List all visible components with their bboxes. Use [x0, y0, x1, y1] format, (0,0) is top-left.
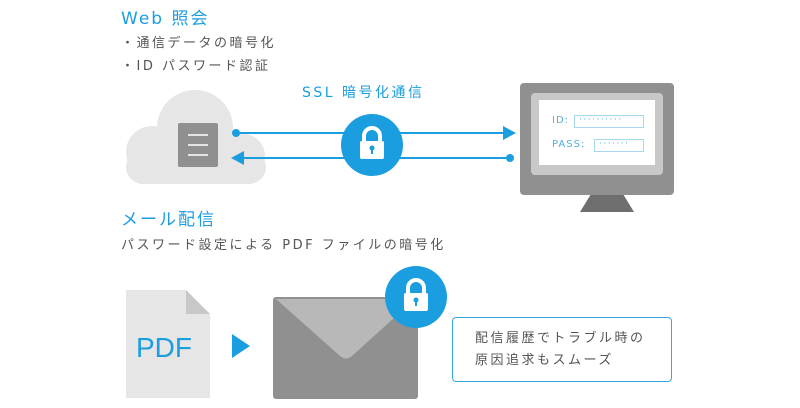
pass-input[interactable]: ······· — [594, 139, 644, 152]
arrow-head-left-icon — [231, 151, 244, 165]
web-bullet-encryption: ・通信データの暗号化 — [121, 36, 277, 51]
pass-field-label: PASS: — [552, 139, 586, 150]
id-field-label: ID: — [552, 115, 570, 126]
note-box: 配信履歴でトラブル時の 原因追求もスムーズ — [452, 317, 672, 382]
document-icon — [178, 123, 218, 167]
web-bullet-auth: ・ID パスワード認証 — [121, 59, 271, 74]
web-section-title: Web 照会 — [121, 9, 210, 29]
arrow-head-right-icon — [503, 126, 516, 140]
ssl-lock-icon — [341, 114, 403, 176]
pdf-file-icon — [126, 290, 210, 398]
arrow-right-icon — [232, 334, 250, 358]
note-line-1: 配信履歴でトラブル時の — [475, 331, 646, 346]
mail-section-title: メール配信 — [121, 210, 216, 230]
mail-section-subtitle: パスワード設定による PDF ファイルの暗号化 — [121, 238, 446, 253]
envelope-icon — [273, 297, 418, 399]
id-input[interactable]: ·········· — [574, 115, 644, 128]
pdf-label: PDF — [136, 332, 192, 363]
ssl-label: SSL 暗号化通信 — [302, 85, 425, 101]
note-line-2: 原因追求もスムーズ — [475, 353, 614, 368]
mail-lock-icon — [385, 266, 447, 328]
